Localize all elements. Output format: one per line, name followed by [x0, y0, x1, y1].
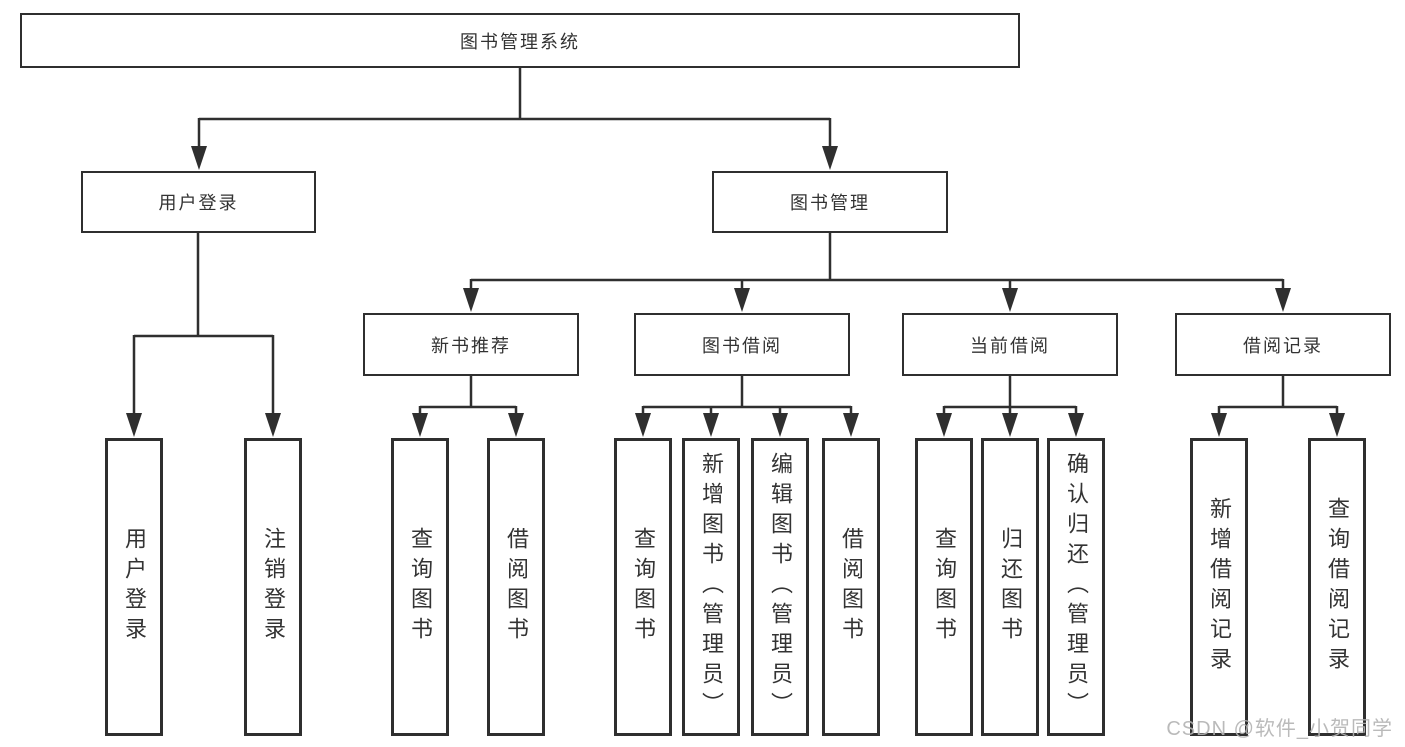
leaf-records-add-borrow-record: 新增借阅记录	[1190, 438, 1248, 736]
node-new-book-recommend: 新书推荐	[363, 313, 579, 376]
leaf-label: 借阅图书	[504, 527, 529, 647]
leaf-label: 用户登录	[122, 527, 147, 647]
leaf-label: 查询图书	[408, 527, 433, 647]
leaf-label: 新增借阅记录	[1207, 497, 1232, 677]
leaf-logout: 注销登录	[244, 438, 302, 736]
leaf-label: 编辑图书（管理员）	[768, 452, 793, 722]
leaf-borrowing-edit-books-admin: 编辑图书（管理员）	[751, 438, 809, 736]
leaf-newbooks-borrow-books: 借阅图书	[487, 438, 545, 736]
leaf-borrowing-query-books: 查询图书	[614, 438, 672, 736]
leaf-label: 新增图书（管理员）	[699, 452, 724, 722]
leaf-current-confirm-return-admin: 确认归还（管理员）	[1047, 438, 1105, 736]
leaf-current-return-books: 归还图书	[981, 438, 1039, 736]
leaf-label: 注销登录	[261, 527, 286, 647]
leaf-label: 查询借阅记录	[1325, 497, 1350, 677]
leaf-current-query-books: 查询图书	[915, 438, 973, 736]
leaf-user-login: 用户登录	[105, 438, 163, 736]
leaf-label: 查询图书	[631, 527, 656, 647]
node-user-login-module: 用户登录	[81, 171, 316, 233]
leaf-borrowing-add-books-admin: 新增图书（管理员）	[682, 438, 740, 736]
leaf-label: 借阅图书	[839, 527, 864, 647]
leaf-borrowing-borrow-books: 借阅图书	[822, 438, 880, 736]
watermark: CSDN @软件_小贺同学	[1166, 718, 1393, 740]
arrowheads	[126, 146, 1345, 437]
node-current-borrowing: 当前借阅	[902, 313, 1118, 376]
node-library-management-system: 图书管理系统	[20, 13, 1020, 68]
leaf-label: 归还图书	[998, 527, 1023, 647]
leaf-label: 确认归还（管理员）	[1064, 452, 1089, 722]
leaf-records-query-borrow-record: 查询借阅记录	[1308, 438, 1366, 736]
node-borrowing-records: 借阅记录	[1175, 313, 1391, 376]
leaf-newbooks-query-books: 查询图书	[391, 438, 449, 736]
node-book-management-module: 图书管理	[712, 171, 948, 233]
leaf-label: 查询图书	[932, 527, 957, 647]
node-book-borrowing: 图书借阅	[634, 313, 850, 376]
